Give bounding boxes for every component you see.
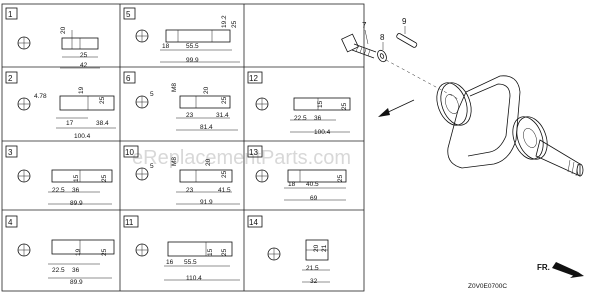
panel-13: 13 18 40.5 25 69 <box>247 145 347 202</box>
front-marker-label: FR. <box>537 263 550 272</box>
panel-number: 13 <box>249 148 258 157</box>
dim-label: 21.5 <box>306 265 319 272</box>
panel-number: 11 <box>125 218 134 227</box>
bolt-part <box>341 33 377 59</box>
dim-label: 25 <box>221 170 228 178</box>
panel-number: 12 <box>249 74 258 83</box>
dim-label: 41.5 <box>218 187 231 194</box>
dim-label: 20 <box>313 244 320 252</box>
dim-label: 25 <box>231 20 238 28</box>
dim-label: 15 <box>317 100 324 108</box>
panel-number: 3 <box>8 148 13 157</box>
crank-gear <box>436 82 472 126</box>
washer-part <box>377 49 387 63</box>
dim-label: 22.5 <box>52 187 65 194</box>
dim-label: 19 <box>75 248 82 256</box>
watermark: eReplacementParts.com <box>132 147 351 169</box>
dim-label: 91.9 <box>200 199 213 206</box>
panel-number: 2 <box>8 74 13 83</box>
panel-number: 4 <box>8 218 13 227</box>
dim-label: 25 <box>341 102 348 110</box>
dim-label: 25 <box>221 96 228 104</box>
dim-label: 55.5 <box>184 259 197 266</box>
panel-number: 5 <box>126 10 131 19</box>
dim-label: 36 <box>314 115 322 122</box>
output-shaft <box>535 139 584 177</box>
panel-11: 11 16 55.5 15 25 110.4 <box>123 215 240 282</box>
dim-label: 25 <box>101 248 108 256</box>
dim-label: 5 <box>150 91 154 98</box>
dim-label: 16 <box>166 259 174 266</box>
dim-label: 20 <box>60 26 67 34</box>
dim-label: 25 <box>80 52 88 59</box>
dim-label: 42 <box>80 62 88 69</box>
dim-label: M8 <box>171 157 178 166</box>
panel-3: 3 15 22.5 36 25 89.9 <box>5 145 113 207</box>
dim-label: 55.5 <box>186 43 199 50</box>
dim-label: 22.5 <box>294 115 307 122</box>
dim-label: 31.4 <box>216 112 229 119</box>
dim-label: M8 <box>171 83 178 92</box>
panel-2: 2 4.78 19 17 25 38.4 100.4 <box>5 71 116 140</box>
dim-label: 21 <box>321 244 328 252</box>
dim-label: 25 <box>99 96 106 104</box>
dim-label: 36 <box>72 267 80 274</box>
panel-5: 5 18 55.5 19.2 25 99.9 <box>123 7 240 64</box>
dim-label: 25 <box>337 174 344 182</box>
timing-gear <box>512 116 548 160</box>
panel-grid <box>1 3 365 292</box>
panel-4: 4 19 22.5 36 25 89.9 <box>5 215 115 286</box>
panel-number: 6 <box>126 74 131 83</box>
dim-label: 20 <box>205 158 212 166</box>
dim-label: 23 <box>186 187 194 194</box>
dim-label: 40.5 <box>306 181 319 188</box>
dim-label: 4.78 <box>34 93 47 100</box>
dim-label: 15 <box>73 174 80 182</box>
dim-label: 19 <box>78 86 85 94</box>
dim-label: 22.5 <box>52 267 65 274</box>
dim-label: 99.9 <box>186 57 199 64</box>
dim-label: 17 <box>66 120 74 127</box>
front-marker: FR. <box>537 262 584 278</box>
diagram-code: Z0V0E0700C <box>468 283 507 290</box>
dim-label: 5 <box>150 163 154 170</box>
crankshaft-assembly: 7 8 9 <box>341 17 584 177</box>
dim-label: 18 <box>162 43 170 50</box>
panel-10: 10 5 M8 20 23 25 41.5 91.9 <box>123 145 240 206</box>
dim-label: 89.9 <box>70 279 83 286</box>
key-part <box>396 33 418 48</box>
callout-8: 8 <box>380 33 385 42</box>
callout-7: 7 <box>362 21 367 30</box>
dim-label: 18 <box>288 181 296 188</box>
panel-number: 10 <box>125 148 134 157</box>
direction-arrow <box>378 99 415 117</box>
dim-label: 81.4 <box>200 124 213 131</box>
dim-label: 15 <box>207 248 214 256</box>
panel-1: 1 20 25 42 <box>5 7 100 69</box>
dim-label: 100.4 <box>314 129 331 136</box>
dim-label: 69 <box>310 195 318 202</box>
dim-label: 19.2 <box>221 15 228 28</box>
panel-number: 1 <box>8 10 13 19</box>
callout-9: 9 <box>402 17 407 26</box>
dim-label: 25 <box>221 248 228 256</box>
dim-label: 38.4 <box>96 120 109 127</box>
dim-label: 36 <box>72 187 80 194</box>
dim-label: 32 <box>310 278 318 285</box>
dim-label: 25 <box>101 174 108 182</box>
panel-6: 6 5 M8 20 23 25 31.4 81.4 <box>123 71 238 131</box>
panel-number: 14 <box>249 218 258 227</box>
dim-label: 20 <box>203 86 210 94</box>
panel-12: 12 15 22.5 36 25 100.4 <box>247 71 351 136</box>
dim-label: 100.4 <box>74 133 91 140</box>
dim-label: 23 <box>186 112 194 119</box>
panel-14: 14 20 21 21.5 32 <box>247 215 330 285</box>
dim-label: 89.9 <box>70 200 83 207</box>
dim-label: 110.4 <box>186 275 202 282</box>
